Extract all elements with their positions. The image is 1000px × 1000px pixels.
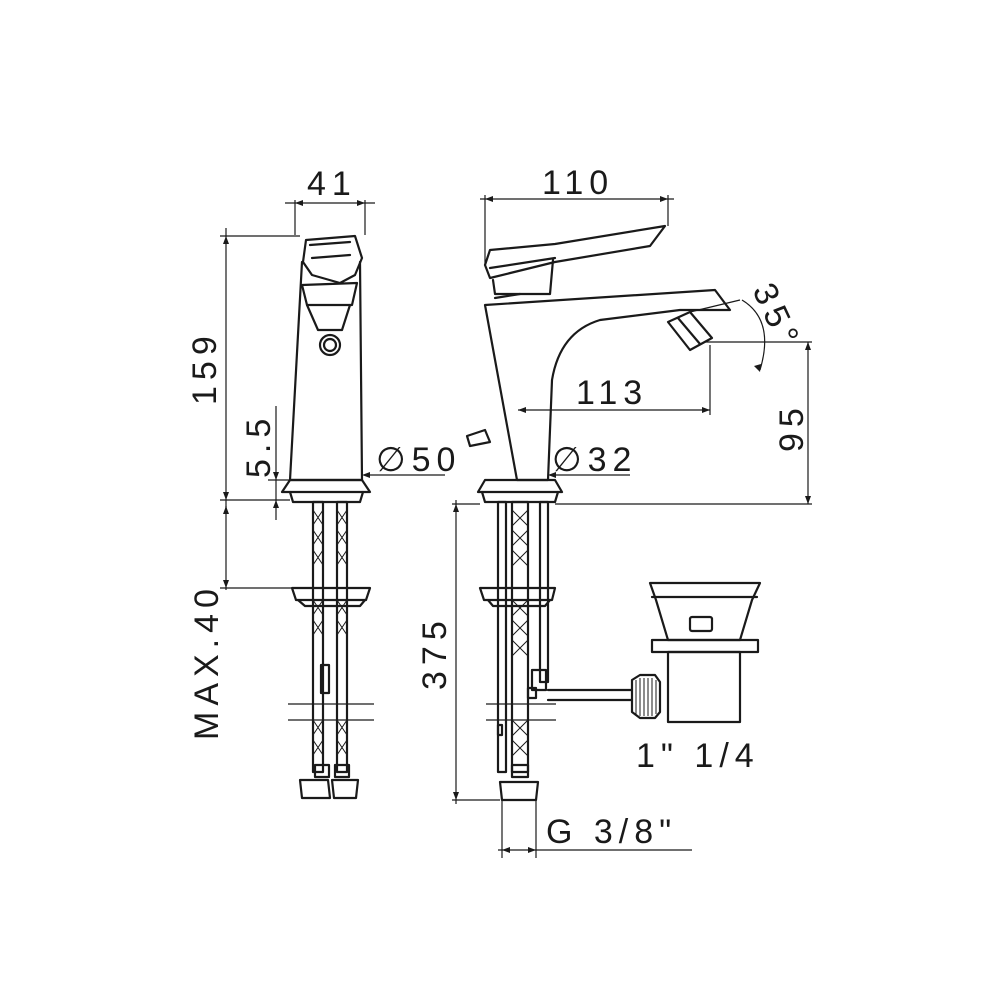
svg-text:375: 375 <box>416 615 454 690</box>
svg-text:1" 1/4: 1" 1/4 <box>636 737 760 775</box>
svg-text:5.5: 5.5 <box>240 413 278 478</box>
side-view <box>465 224 732 802</box>
front-view <box>280 234 374 800</box>
dim-side-reach: 110 <box>480 164 674 265</box>
svg-text:MAX.40: MAX.40 <box>188 583 226 740</box>
svg-text:G 3/8": G 3/8" <box>546 813 677 851</box>
dim-base-height: 5.5 <box>240 406 290 520</box>
svg-text:95: 95 <box>773 402 811 452</box>
dim-spout-diameter: ∅32 <box>548 441 637 479</box>
svg-text:110: 110 <box>542 164 614 202</box>
dim-spout-height: 95 <box>555 342 812 505</box>
dim-front-width: 41 <box>285 165 375 235</box>
svg-text:41: 41 <box>307 165 357 203</box>
waste-assembly <box>630 581 762 724</box>
svg-text:35°: 35° <box>745 277 809 356</box>
svg-text:∅32: ∅32 <box>552 441 637 479</box>
dim-height: 159 <box>186 228 300 510</box>
svg-text:159: 159 <box>186 330 224 405</box>
dim-spout-reach: 113 <box>518 345 711 415</box>
dim-hose-length: 375 <box>416 500 500 804</box>
svg-text:113: 113 <box>576 374 648 412</box>
dim-max-deck: MAX.40 <box>188 506 295 740</box>
svg-text:∅50: ∅50 <box>376 441 461 479</box>
dim-waste-size: 1" 1/4 <box>636 737 760 775</box>
dim-connection-thread: G 3/8" <box>498 800 692 858</box>
dim-base-diameter: ∅50 <box>362 441 461 479</box>
